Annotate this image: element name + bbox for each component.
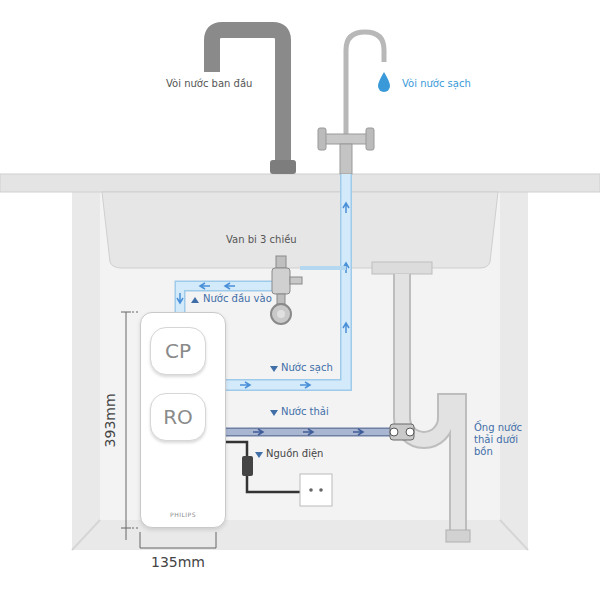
clean-faucet bbox=[346, 32, 384, 135]
outlet-hole bbox=[309, 488, 313, 492]
faucet-handle bbox=[318, 128, 326, 150]
drain-pipe-edge bbox=[402, 274, 458, 540]
flow-label-wrap: Nước sạch bbox=[281, 362, 333, 374]
faucet-base bbox=[270, 160, 296, 174]
filter-label: RO bbox=[163, 406, 193, 429]
inlet-pipe bbox=[180, 286, 280, 312]
waste-pipe bbox=[215, 429, 396, 435]
original-faucet bbox=[212, 30, 283, 174]
cp-filter: CP bbox=[150, 327, 206, 375]
cabinet bbox=[72, 190, 528, 550]
dimension-label: 393mm bbox=[102, 393, 119, 447]
drain-label: Ống nước thải dưới bồn bbox=[474, 422, 536, 458]
clean-pipe-edge bbox=[215, 174, 346, 385]
ro-filter: RO bbox=[150, 393, 206, 441]
faucet-handles bbox=[322, 134, 370, 144]
ball-valve bbox=[271, 256, 302, 324]
valve-link bbox=[300, 266, 346, 270]
sink-basin bbox=[102, 192, 498, 268]
flow-label: Nước sạch bbox=[281, 362, 333, 374]
flow-label: Nước đầu vào bbox=[203, 293, 272, 305]
inlet-pipe-edge bbox=[180, 286, 280, 312]
clean-pipe bbox=[215, 174, 346, 385]
drain-clamp bbox=[390, 424, 414, 440]
flow-label-wrap: Nước đầu vào bbox=[203, 293, 272, 305]
drain-collar bbox=[372, 262, 432, 274]
faucet-label: Vòi nước sạch bbox=[402, 78, 471, 90]
valve-label-wrap: Van bi 3 chiều bbox=[226, 234, 297, 246]
purifier-unit: PHILIPS CP RO bbox=[140, 312, 226, 528]
power-label-wrap: Nguồn điện bbox=[266, 448, 323, 460]
faucet-label: Vòi nước ban đầu bbox=[166, 78, 252, 90]
faucet-label-wrap: Vòi nước sạch bbox=[402, 78, 471, 90]
faucet-stem bbox=[340, 144, 352, 174]
dimension-label-wrap: 393mm bbox=[102, 393, 119, 447]
faucet-handle bbox=[366, 128, 374, 150]
drain-outlet bbox=[446, 530, 470, 542]
flow-arrows bbox=[253, 429, 363, 435]
water-drop bbox=[378, 72, 390, 92]
faucet-label-wrap: Vòi nước ban đầu bbox=[166, 78, 252, 90]
drain-pipe bbox=[402, 274, 458, 540]
power-outlet bbox=[300, 474, 332, 506]
flow-label-wrap: Nước thải bbox=[281, 406, 329, 418]
valve-label: Van bi 3 chiều bbox=[226, 234, 297, 246]
filter-label: CP bbox=[165, 340, 191, 363]
dimension-label: 135mm bbox=[151, 554, 205, 571]
power-label: Nguồn điện bbox=[266, 448, 323, 460]
drain-label-wrap: Ống nước thải dưới bồn bbox=[474, 422, 536, 458]
outlet-hole bbox=[319, 488, 323, 492]
waste-pipe-edge bbox=[215, 428, 396, 437]
dimension-label-wrap: 135mm bbox=[151, 554, 205, 571]
flow-label: Nước thải bbox=[281, 406, 329, 418]
countertop bbox=[0, 174, 600, 192]
power-adapter bbox=[242, 456, 253, 476]
brand-text: PHILIPS bbox=[141, 512, 225, 519]
